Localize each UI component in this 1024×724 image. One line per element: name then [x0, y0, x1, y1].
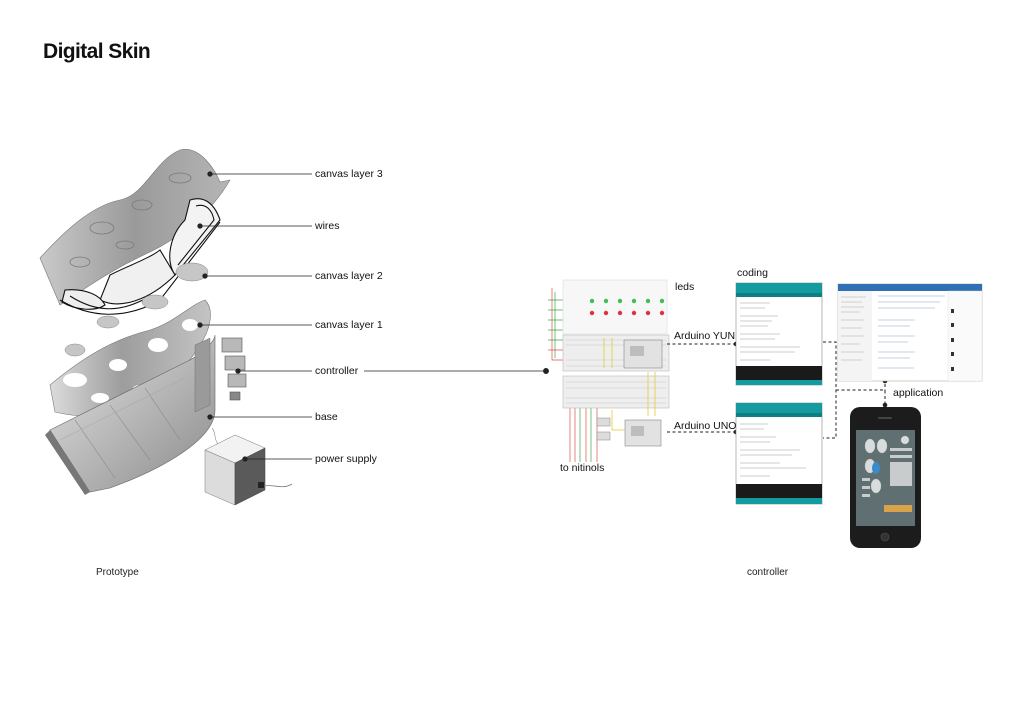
controller-module-shape [221, 337, 247, 401]
led-green-row [589, 298, 665, 304]
label-controller: controller [315, 365, 359, 377]
dashed-connections [667, 341, 886, 439]
canvas-layer-3-shape [39, 149, 231, 306]
label-to-nitinols: to nitinols [560, 462, 605, 474]
caption-controller: controller [747, 567, 789, 578]
label-canvas-layer-1: canvas layer 1 [315, 319, 383, 331]
base-shape [45, 334, 216, 495]
label-arduino-yun: Arduino YUN [674, 330, 736, 342]
phone-illustration [850, 407, 921, 548]
caption-prototype: Prototype [96, 567, 139, 578]
breadboard-yun [562, 334, 670, 372]
canvas-layer-2-shapes [64, 262, 209, 357]
prototype-leader-lines [197, 171, 549, 462]
label-coding: coding [737, 267, 768, 279]
page-title: Digital Skin [43, 40, 151, 63]
ide-window-uno [735, 402, 823, 505]
wires-shape [59, 198, 221, 315]
label-leds: leds [675, 281, 695, 293]
label-application: application [893, 387, 944, 399]
label-arduino-uno: Arduino UNO [674, 420, 737, 432]
led-red-row [589, 310, 665, 316]
label-power-supply: power supply [315, 453, 377, 465]
power-supply-shape [204, 427, 293, 506]
led-board [562, 279, 668, 335]
label-base: base [315, 411, 338, 423]
wire-bundle [548, 288, 598, 462]
label-wires: wires [315, 220, 340, 232]
label-canvas-layer-2: canvas layer 2 [315, 270, 383, 282]
ide-window-yun [735, 282, 823, 386]
label-canvas-layer-3: canvas layer 3 [315, 168, 383, 180]
breadboard-uno [562, 372, 670, 447]
web-app-screenshot [837, 283, 983, 382]
